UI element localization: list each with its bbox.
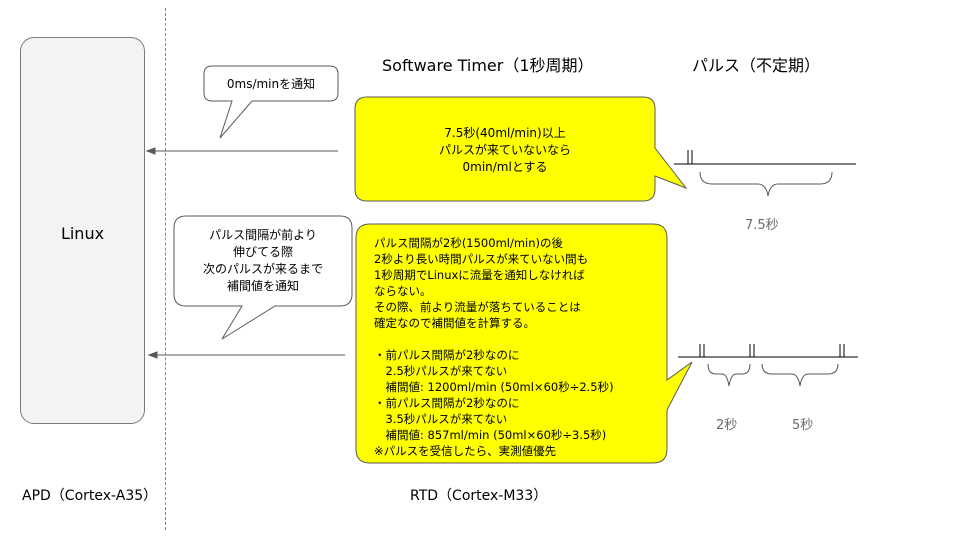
yellow-box-2-line: ならない。 — [374, 284, 432, 298]
yellow-box-2-shape — [355, 223, 693, 464]
pulse-waveform-1 — [674, 150, 856, 165]
gap-label-5s: 5秒 — [792, 418, 814, 433]
gap-label-2s: 2秒 — [716, 418, 738, 433]
interp-arrowhead — [147, 351, 158, 359]
yellow-box-2-line: その際、前より流量が落ちていることは — [374, 300, 581, 314]
yellow-box-2-line: 確定なので補間値を計算する。 — [374, 316, 535, 330]
yellow-box-2-text: パルス間隔が2秒(1500ml/min)の後 2秒より長い時間パルスが来ていない… — [374, 235, 664, 459]
yellow-box-2-line: ・前パルス間隔が2秒なのに — [374, 396, 520, 410]
yellow-box-1-line: 0min/mlとする — [462, 160, 548, 174]
yellow-box-2-line: 3.5秒パルスが来てない — [374, 412, 508, 426]
interp-bubble-shape — [173, 215, 353, 340]
yellow-box-2-line: 1秒周期でLinuxに流量を通知しなければ — [374, 268, 585, 282]
core-divider — [165, 8, 166, 530]
yellow-box-2-line — [374, 331, 664, 347]
interp-line: 次のパルスが来るまで — [202, 262, 323, 276]
software-timer-heading: Software Timer（1秒周期） — [382, 56, 594, 75]
notify-bubble-text: 0ms/minを通知 — [226, 77, 316, 91]
linux-label: Linux — [60, 224, 105, 243]
pulse-waveform-2 — [678, 344, 858, 358]
yellow-box-2-line: 補間値: 857ml/min (50ml×60秒÷3.5秒) — [374, 428, 607, 442]
interp-bubble-text: パルス間隔が前より 伸びてる際 次のパルスが来るまで 補間値を通知 — [174, 227, 352, 295]
notify-bubble-shape — [203, 65, 339, 139]
yellow-box-2-line: ・前パルス間隔が2秒なのに — [374, 348, 520, 362]
notify-arrowhead — [145, 147, 156, 155]
interp-line: 伸びてる際 — [232, 245, 293, 259]
rtd-footer: RTD（Cortex-M33） — [410, 488, 548, 504]
gap-label-7-5s: 7.5秒 — [745, 218, 779, 233]
brace-5s — [761, 363, 839, 387]
brace-7-5s — [699, 171, 833, 197]
yellow-box-2-line: 2.5秒パルスが来てない — [374, 364, 508, 378]
yellow-box-1-shape — [354, 96, 688, 202]
pulse-heading: パルス（不定期） — [692, 56, 821, 75]
apd-footer: APD（Cortex-A35） — [22, 488, 158, 504]
brace-2s — [707, 363, 751, 387]
yellow-box-2-line: ※パルスを受信したら、実測値優先 — [374, 444, 557, 458]
yellow-box-1-line: パルスが来ていないなら — [438, 143, 571, 157]
interp-line: 補間値を通知 — [226, 279, 299, 293]
yellow-box-2-line: パルス間隔が2秒(1500ml/min)の後 — [374, 236, 564, 250]
interp-line: パルス間隔が前より — [209, 228, 317, 242]
yellow-box-1-line: 7.5秒(40ml/min)以上 — [444, 126, 566, 140]
yellow-box-2-line: 補間値: 1200ml/min (50ml×60秒÷2.5秒) — [374, 380, 614, 394]
yellow-box-1-text: 7.5秒(40ml/min)以上 パルスが来ていないなら 0min/mlとする — [355, 125, 655, 176]
linux-box — [20, 37, 145, 424]
yellow-box-2-line: 2秒より長い時間パルスが来ていない間も — [374, 252, 589, 266]
